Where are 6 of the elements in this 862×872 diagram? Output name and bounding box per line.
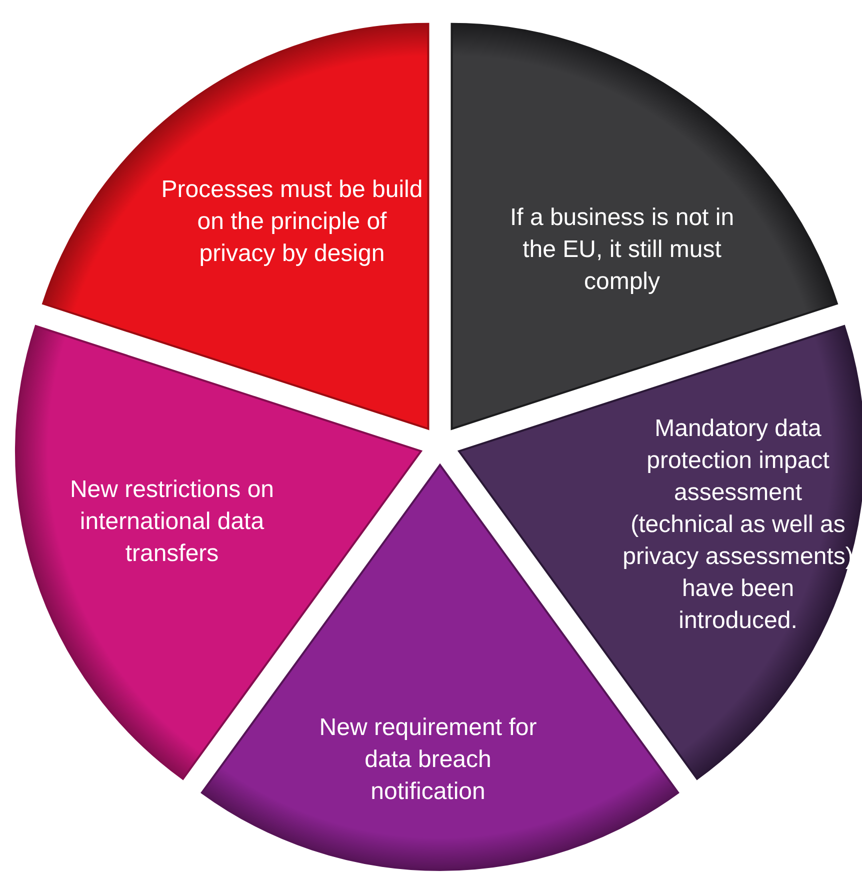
segment-text: Mandatory data protection impact assessment (technical as well as privacy assessments) have been introduced.	[622, 414, 854, 636]
pie-segment	[41, 21, 431, 431]
segment-text: Processes must be build on the principle of privacy by design	[161, 175, 423, 269]
segment-text: If a business is not in the EU, it still must comply	[508, 203, 736, 297]
segment-text: New restrictions on international data transfers	[68, 475, 276, 569]
segment-text: New requirement for data breach notification	[318, 713, 538, 807]
